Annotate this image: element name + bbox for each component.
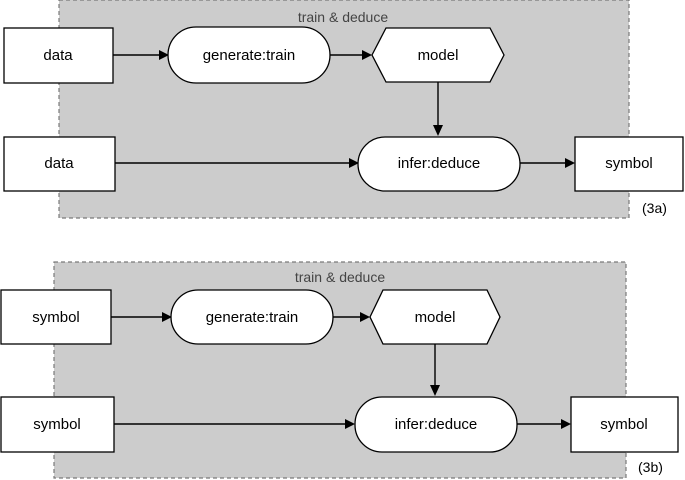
- arrowhead-model-to-infer-3a: [433, 125, 443, 136]
- figure-label-3a: (3a): [642, 200, 667, 216]
- symbol-output-label-3a: symbol: [605, 155, 653, 172]
- model-node-3b: [369, 289, 501, 345]
- arrowhead-symbol-to-infer-3b: [345, 419, 355, 429]
- data-input-node-3a: [3, 27, 114, 84]
- generate-train-node-3a: [167, 26, 331, 84]
- symbol-output-node-3a: [574, 136, 684, 192]
- symbol-input-bottom-node-3b: [0, 396, 115, 453]
- arrowhead-model-to-infer-3b: [430, 385, 440, 396]
- arrowhead-symbol-to-generate-3b: [162, 312, 172, 322]
- group-box-3b: [53, 261, 627, 479]
- infer-deduce-node-3a: [357, 136, 521, 192]
- generate-train-node-3b: [170, 289, 334, 345]
- arrowhead-infer-to-symbol-3a: [565, 158, 575, 168]
- figure-label-3b: (3b): [638, 459, 663, 475]
- group-label-3b: train & deduce: [295, 269, 385, 285]
- generate-train-label-3b: generate:train: [206, 309, 299, 326]
- model-label-3b: model: [415, 309, 456, 326]
- group-label-3a: train & deduce: [298, 9, 388, 25]
- arrowhead-data-to-infer-3a: [349, 158, 359, 168]
- model-label-3a: model: [418, 47, 459, 64]
- data-input-label-3a: data: [43, 47, 73, 64]
- arrowhead-data-to-generate-3a: [159, 50, 169, 60]
- group-box-3a: [58, 0, 630, 219]
- arrowhead-infer-to-symbol-3b: [561, 419, 571, 429]
- generate-train-label-3a: generate:train: [203, 47, 296, 64]
- model-node-3a: [371, 27, 505, 83]
- symbol-output-label-3b: symbol: [600, 416, 648, 433]
- infer-deduce-label-3a: infer:deduce: [398, 155, 481, 172]
- symbol-input-bottom-label-3b: symbol: [33, 416, 81, 433]
- diagram-3a: train & deduce data generate:train model…: [3, 0, 684, 219]
- symbol-input-node-3b: [0, 289, 112, 345]
- arrowhead-generate-to-model-3a: [362, 50, 372, 60]
- infer-deduce-node-3b: [354, 396, 518, 453]
- infer-deduce-label-3b: infer:deduce: [395, 416, 478, 433]
- arrowhead-generate-to-model-3b: [360, 312, 370, 322]
- data-input-bottom-label-3a: data: [44, 155, 74, 172]
- diagram-3b: train & deduce symbol generate:train mod…: [0, 261, 679, 479]
- symbol-output-node-3b: [570, 396, 679, 453]
- data-input-bottom-node-3a: [3, 136, 116, 192]
- symbol-input-label-3b: symbol: [32, 309, 80, 326]
